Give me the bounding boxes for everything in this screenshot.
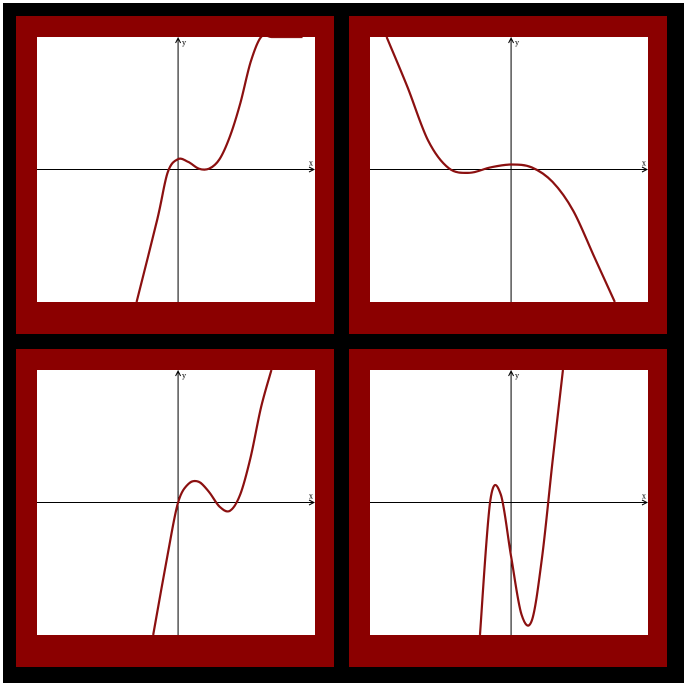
- graph-3: xy: [37, 370, 315, 635]
- function-curve: [385, 37, 616, 302]
- y-axis-arrow: [508, 37, 515, 44]
- y-axis-arrow: [508, 370, 515, 377]
- x-axis-label: x: [642, 160, 646, 168]
- y-axis-label: y: [181, 39, 186, 47]
- x-axis-label: x: [309, 493, 313, 501]
- y-axis-label: y: [514, 372, 519, 380]
- x-axis-arrow: [641, 499, 648, 506]
- x-axis-label: x: [642, 493, 646, 501]
- function-curve: [478, 370, 565, 635]
- graph-4: xy: [370, 370, 648, 635]
- function-curve: [135, 37, 303, 302]
- x-axis-arrow: [641, 166, 648, 173]
- x-axis-arrow: [308, 499, 315, 506]
- graph-2: xy: [370, 37, 648, 302]
- graph-1: xy: [37, 37, 315, 302]
- x-axis-arrow: [308, 166, 315, 173]
- y-axis-label: y: [181, 372, 186, 380]
- y-axis-arrow: [175, 37, 182, 44]
- function-curve: [152, 370, 273, 635]
- y-axis-label: y: [514, 39, 519, 47]
- x-axis-label: x: [309, 160, 313, 168]
- y-axis-arrow: [175, 370, 182, 377]
